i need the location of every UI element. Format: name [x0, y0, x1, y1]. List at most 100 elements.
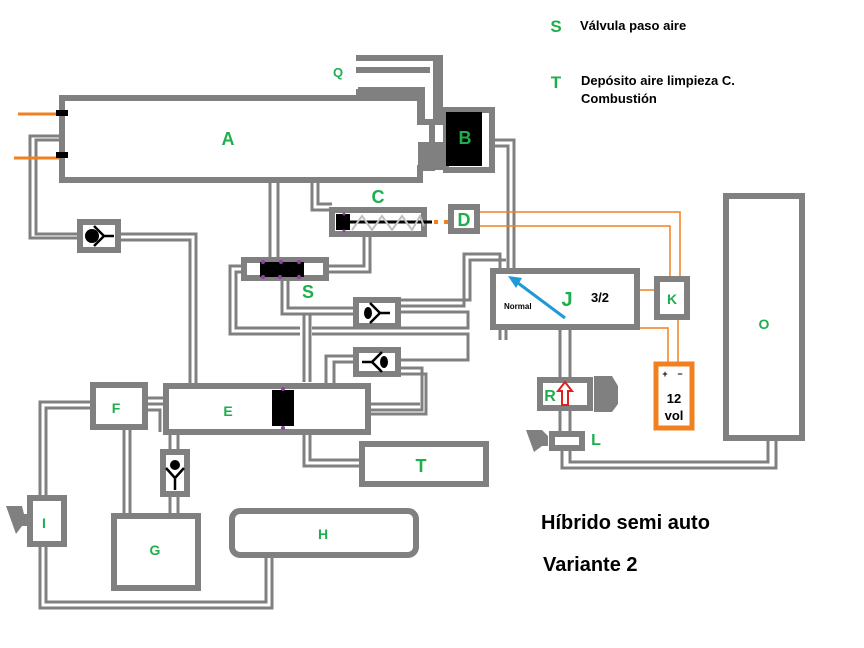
pipe-e-t — [302, 432, 362, 468]
check-seat-icon — [165, 467, 185, 490]
port — [281, 426, 285, 430]
port — [342, 212, 346, 216]
ball-icon — [364, 307, 372, 319]
i-housing — [27, 495, 67, 547]
component-f[interactable]: F — [90, 382, 148, 430]
pipe-b-j-2 — [490, 138, 516, 272]
label-r: R — [544, 388, 556, 405]
component-g[interactable]: G — [111, 513, 201, 591]
pipe-e-t-2 — [308, 432, 362, 462]
c-piston — [336, 214, 350, 230]
label-f: F — [112, 400, 121, 416]
pipe-s-left-outer — [228, 264, 300, 336]
legend-key-s: S — [550, 17, 561, 36]
check-valve-2-housing — [353, 297, 401, 329]
ball-icon — [380, 356, 388, 368]
pipe-a-left-inner — [34, 138, 80, 236]
component-j[interactable]: Normal J 3/2 — [490, 268, 640, 330]
component-b[interactable]: B — [443, 107, 495, 173]
check-valve-2[interactable] — [353, 297, 401, 329]
label-g: G — [150, 542, 161, 558]
ball-icon — [170, 460, 180, 470]
label-b: B — [459, 128, 472, 148]
component-e[interactable]: E — [163, 383, 371, 435]
pipe-i-h — [38, 544, 274, 610]
component-d[interactable]: D — [448, 204, 480, 234]
d-housing — [448, 204, 480, 234]
pipe-e-right — [366, 386, 420, 406]
check-valve-3-housing — [353, 347, 401, 377]
component-o[interactable]: O — [723, 193, 805, 441]
pipe-s-check2-2 — [286, 278, 356, 310]
l-actuator-icon — [526, 430, 548, 452]
component-a[interactable]: A — [56, 95, 448, 183]
label-c: C — [372, 187, 385, 207]
k-housing — [654, 276, 690, 320]
label-i: I — [42, 515, 46, 531]
battery-plus: + — [662, 369, 667, 379]
pipe-check1-e-inner — [118, 238, 192, 394]
diagram-title: Híbrido semi auto Variante 2 — [541, 512, 710, 576]
pipe-check2-j-2 — [398, 258, 506, 302]
l-housing — [549, 431, 585, 451]
s-spool — [260, 262, 304, 277]
component-l[interactable]: L — [526, 430, 601, 452]
battery-12v[interactable]: + − 12 vol — [653, 361, 695, 431]
pipe-f-i-2 — [44, 406, 92, 498]
seal-top — [56, 110, 68, 116]
component-i[interactable]: I — [6, 495, 67, 547]
label-q: Q — [333, 65, 343, 80]
o-tank — [723, 193, 805, 441]
check-seat-icon — [362, 351, 383, 373]
wire-d-k-1 — [476, 211, 681, 276]
label-s: S — [302, 282, 314, 302]
check-seat-icon — [93, 225, 114, 247]
legend-key-t: T — [551, 73, 562, 92]
title-line-2: Variante 2 — [543, 554, 638, 576]
pipe-check3-e-2 — [332, 360, 356, 386]
j-arrow-shaft — [513, 278, 566, 320]
pipe-s-left-inner — [234, 270, 300, 330]
label-d: D — [458, 210, 471, 230]
component-h[interactable]: H — [229, 508, 419, 558]
pipe-check4-g — [168, 494, 180, 516]
check-valve-4[interactable] — [160, 449, 190, 497]
title-line-1: Híbrido semi auto — [541, 512, 710, 534]
component-r[interactable]: R — [537, 376, 618, 412]
battery-unit: vol — [665, 408, 684, 423]
check-valve-1[interactable] — [77, 219, 121, 253]
g-tank — [111, 513, 201, 591]
component-k[interactable]: K — [654, 276, 690, 320]
label-t: T — [416, 456, 427, 476]
label-a: A — [222, 129, 235, 149]
j-housing — [490, 268, 640, 330]
f-housing — [90, 382, 148, 430]
pipe-l-o-2 — [568, 438, 770, 464]
pipe-a-c-2 — [316, 180, 332, 206]
label-k: K — [667, 291, 677, 307]
b-block — [446, 112, 482, 166]
component-c[interactable]: C — [329, 187, 432, 237]
component-t[interactable]: T — [359, 441, 489, 487]
port — [281, 387, 285, 391]
i-actuator-icon — [6, 506, 30, 534]
flow-arrow-icon — [508, 276, 522, 288]
pipe-a-c — [310, 180, 332, 212]
pipe-b-j — [490, 144, 510, 272]
component-s[interactable]: S — [241, 257, 329, 302]
cylinder-a — [59, 95, 435, 183]
pipe-check3-right — [368, 366, 424, 412]
pipe-f-check4 — [148, 408, 162, 432]
pipe-f-e — [146, 396, 164, 406]
up-arrow-icon — [555, 380, 575, 406]
ball-icon — [85, 229, 99, 243]
pipe-l-o — [560, 438, 778, 470]
h-tank — [229, 508, 419, 558]
legend-text-t-2: Combustión — [581, 91, 657, 106]
label-l: L — [591, 432, 601, 449]
battery-housing — [653, 361, 695, 431]
pipe-f-g — [122, 426, 132, 514]
port — [342, 229, 346, 233]
s-ports — [261, 260, 301, 279]
check-valve-3[interactable] — [353, 347, 401, 377]
